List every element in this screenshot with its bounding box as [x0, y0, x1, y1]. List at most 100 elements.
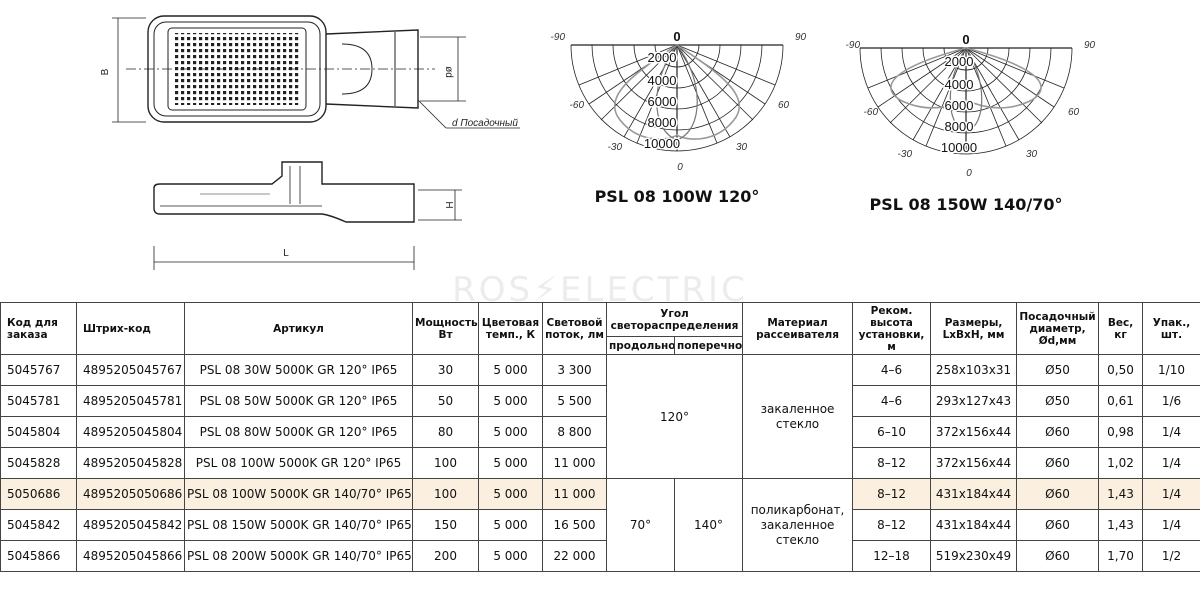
polar1-angle-right: 90: [795, 32, 807, 43]
dim-h-label: H: [443, 201, 454, 208]
cell-weight: 0,50: [1098, 354, 1144, 386]
cell-article: PSL 08 100W 5000K GR 140/70° IP65: [184, 478, 413, 510]
cell-code: 5045804: [0, 416, 77, 448]
cell-height: 8–12: [852, 478, 932, 510]
cell-power: 100: [412, 478, 479, 510]
polar2-ring-6000: 6000: [945, 98, 974, 113]
polar1-angle-top: 0: [673, 29, 680, 44]
cell-weight: 1,43: [1098, 478, 1144, 510]
cell-temp: 5 000: [478, 385, 543, 417]
cell-material-glass: закаленное стекло: [742, 354, 854, 479]
polar2-ring-10000: 10000: [941, 140, 977, 155]
cell-temp: 5 000: [478, 478, 543, 510]
cell-barcode: 4895205045804: [76, 416, 185, 448]
polar1-ring-2000: 2000: [648, 50, 677, 65]
cell-power: 200: [412, 540, 479, 572]
cell-article: PSL 08 100W 5000K GR 120° IP65: [184, 447, 413, 479]
polar-chart-1: [570, 44, 784, 152]
cell-barcode: 4895205045767: [76, 354, 185, 386]
top-view-drawing: [112, 15, 520, 129]
cell-mount: Ø60: [1016, 416, 1100, 448]
cell-angle-70: 70°: [606, 478, 675, 572]
table-row: 5045781 4895205045781 PSL 08 50W 5000K G…: [0, 385, 1200, 417]
th-angle: Угол светораспределения: [605, 302, 744, 337]
cell-barcode: 4895205045842: [76, 509, 185, 541]
cell-article: PSL 08 150W 5000K GR 140/70° IP65: [184, 509, 413, 541]
cell-dims: 258x103x31: [930, 354, 1018, 386]
th-barcode: Штрих-код: [76, 302, 185, 355]
cell-power: 150: [412, 509, 479, 541]
table-row: 5045828 4895205045828 PSL 08 100W 5000K …: [0, 447, 1200, 479]
side-view-drawing: [153, 161, 462, 270]
cell-barcode: 4895205045781: [76, 385, 185, 417]
table-row: 5045767 4895205045767 PSL 08 30W 5000K G…: [0, 354, 1200, 479]
table-row: 5045866 4895205045866 PSL 08 200W 5000K …: [0, 540, 1200, 572]
cell-flux: 22 000: [542, 540, 607, 572]
cell-code: 5045781: [0, 385, 77, 417]
spec-table: Код для заказа Штрих-код Артикул Мощност…: [0, 302, 1200, 572]
polar1-angle-left: -90: [551, 32, 566, 43]
polar2-title: PSL 08 150W 140/70°: [870, 195, 1063, 214]
th-angle-long: продольно: [606, 336, 675, 355]
cell-article: PSL 08 30W 5000K GR 120° IP65: [184, 354, 413, 386]
polar2-angle-bottom: 0: [966, 168, 972, 179]
cell-code: 5045767: [0, 354, 77, 386]
polar1-ring-8000: 8000: [648, 115, 677, 130]
cell-height: 12–18: [852, 540, 932, 572]
polar2-angle-top: 0: [962, 32, 969, 47]
polar2-ring-2000: 2000: [945, 54, 974, 69]
cell-material-pc: поликарбонат, закаленное стекло: [742, 478, 854, 572]
polar1-angle-mid-right: 60: [778, 100, 790, 111]
cell-article: PSL 08 80W 5000K GR 120° IP65: [184, 416, 413, 448]
cell-mount: Ø50: [1016, 385, 1100, 417]
th-dims: Размеры, LxBxH, мм: [930, 302, 1018, 355]
polar2-angle-mid-right: 60: [1068, 107, 1080, 118]
cell-pack: 1/10: [1142, 354, 1200, 386]
polar1-angle-mid-left: -60: [570, 100, 585, 111]
th-height: Реком. высота установки, м: [852, 302, 932, 355]
polar1-angle-bottom: 0: [677, 162, 683, 173]
cell-code: 5050686: [0, 478, 77, 510]
cell-angle-140: 140°: [673, 478, 744, 572]
dim-l-label: L: [283, 248, 289, 259]
cell-flux: 8 800: [542, 416, 607, 448]
cell-temp: 5 000: [478, 540, 543, 572]
cell-angle-120: 120°: [605, 354, 744, 479]
cell-barcode: 4895205045866: [76, 540, 185, 572]
cell-height: 6–10: [852, 416, 932, 448]
cell-temp: 5 000: [478, 416, 543, 448]
polar1-ring-4000: 4000: [648, 73, 677, 88]
technical-drawings: B ød d Посадочный H L: [100, 15, 1096, 270]
polar2-ring-8000: 8000: [945, 119, 974, 134]
th-angle-cross: поперечно: [673, 336, 744, 355]
polar1-title: PSL 08 100W 120°: [595, 187, 760, 206]
cell-code: 5045842: [0, 509, 77, 541]
cell-weight: 0,61: [1098, 385, 1144, 417]
cell-height: 8–12: [852, 447, 932, 479]
cell-dims: 431x184x44: [930, 509, 1018, 541]
cell-dims: 293x127x43: [930, 385, 1018, 417]
cell-article: PSL 08 50W 5000K GR 120° IP65: [184, 385, 413, 417]
polar2-ring-4000: 4000: [945, 77, 974, 92]
cell-power: 30: [412, 354, 479, 386]
cell-dims: 519x230x49: [930, 540, 1018, 572]
cell-power: 100: [412, 447, 479, 479]
cell-code: 5045828: [0, 447, 77, 479]
cell-pack: 1/2: [1142, 540, 1200, 572]
th-mount: Посадочный диаметр, Ød,мм: [1016, 302, 1100, 355]
cell-flux: 5 500: [542, 385, 607, 417]
polar1-angle-low-right: 30: [736, 142, 748, 153]
polar2-angle-low-right: 30: [1026, 149, 1038, 160]
polar1-ring-10000: 10000: [644, 136, 680, 151]
cell-mount: Ø50: [1016, 354, 1100, 386]
cell-weight: 0,98: [1098, 416, 1144, 448]
cell-flux: 16 500: [542, 509, 607, 541]
cell-pack: 1/4: [1142, 478, 1200, 510]
mount-label: d Посадочный: [452, 118, 518, 129]
th-flux: Световой поток, лм: [542, 302, 607, 355]
cell-mount: Ø60: [1016, 540, 1100, 572]
polar2-angle-right: 90: [1084, 40, 1096, 51]
cell-dims: 372x156x44: [930, 416, 1018, 448]
th-power: Мощность, Вт: [412, 302, 479, 355]
cell-barcode: 4895205045828: [76, 447, 185, 479]
